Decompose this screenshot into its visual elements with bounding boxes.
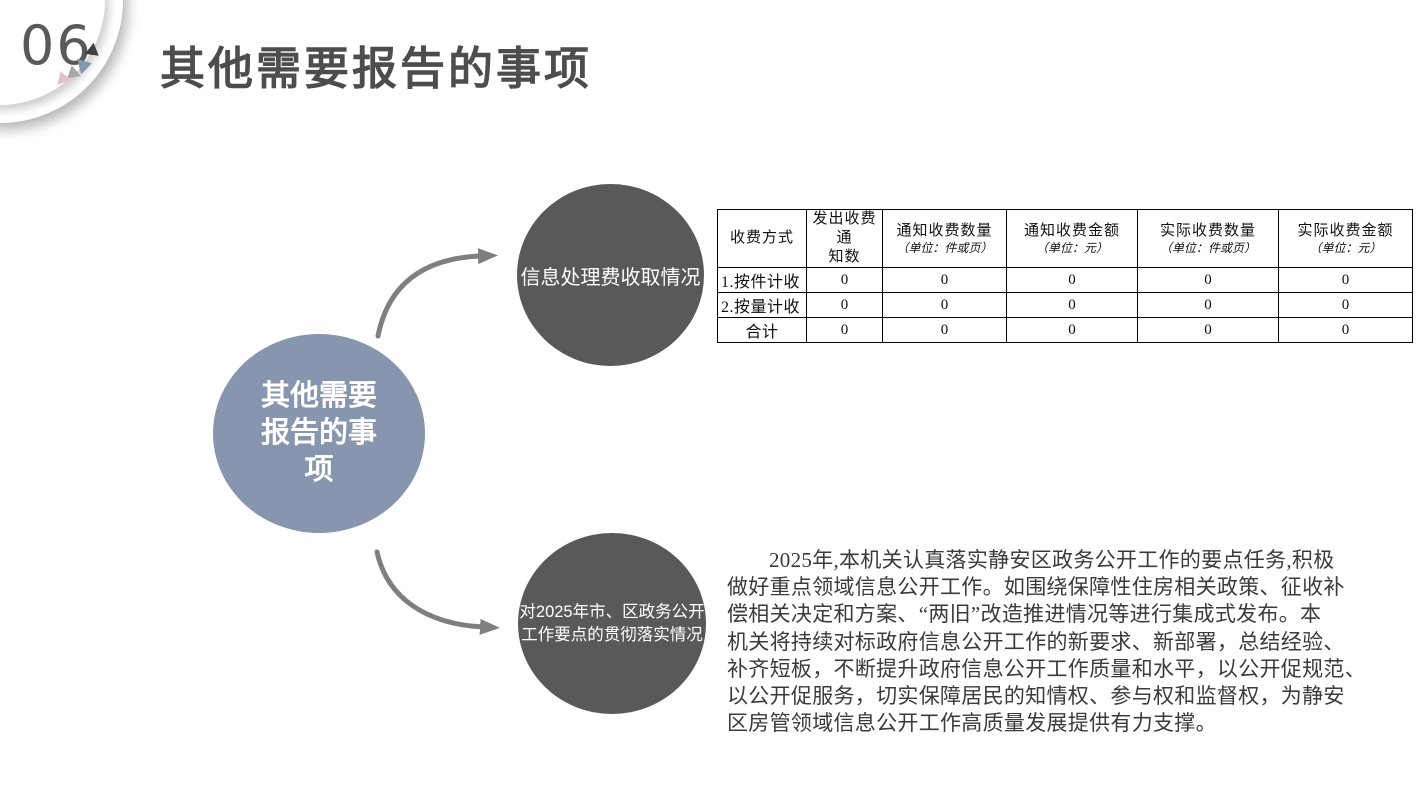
implementation-topic-label: 对2025年市、区政务公开工作要点的贯彻落实情况 (519, 602, 705, 644)
fee-topic-label: 信息处理费收取情况 (520, 266, 701, 289)
fee-cell: 0 (1006, 267, 1138, 293)
summary-line: 偿相关决定和方案、“两旧”改造推进情况等进行集成式发布。本 (727, 602, 1322, 627)
connector-arrows (374, 248, 500, 635)
fee-cell: 0 (882, 267, 1007, 293)
section-number: 06 (20, 14, 93, 77)
summary-line: 做好重点领域信息公开工作。如围绕保障性住房相关政策、征收补 (727, 575, 1345, 600)
fee-cell: 0 (806, 317, 883, 343)
fee-cell: 0 (1137, 267, 1279, 293)
summary-line: 2025年,本机关认真落实静安区政务公开工作的要点任务,积极 (769, 548, 1335, 572)
fee-table-col-header: 实际收费金额（单位：元） (1278, 209, 1413, 268)
fee-row-label: 合计 (717, 317, 807, 343)
arrow-to-top-circle (375, 248, 498, 339)
fee-cell: 0 (1137, 292, 1279, 318)
fee-cell: 0 (882, 317, 1007, 343)
center-topic-circle: 其他需要报告的事项 (213, 334, 425, 533)
fee-table-col-header: 通知收费金额（单位：元） (1006, 209, 1138, 268)
fee-cell: 0 (1278, 267, 1413, 293)
fee-cell: 0 (1137, 317, 1279, 343)
fee-table: 收费方式发出收费通知数通知收费数量（单位：件或页）通知收费金额（单位：元）实际收… (717, 209, 1413, 343)
fee-row-label: 1.按件计收 (717, 267, 807, 293)
fee-cell: 0 (1006, 317, 1138, 343)
topic-circle-implementation: 对2025年市、区政务公开工作要点的贯彻落实情况 (518, 533, 706, 714)
fee-cell: 0 (882, 292, 1007, 318)
fee-table-header: 收费方式发出收费通知数通知收费数量（单位：件或页）通知收费金额（单位：元）实际收… (717, 209, 1413, 268)
fee-cell: 0 (806, 292, 883, 318)
center-topic-label: 其他需要报告的事项 (260, 380, 377, 486)
fee-table-col-header: 实际收费数量（单位：件或页） (1137, 209, 1279, 268)
fee-cell: 0 (1278, 292, 1413, 318)
fee-table-header-row: 收费方式发出收费通知数通知收费数量（单位：件或页）通知收费金额（单位：元）实际收… (717, 209, 1413, 268)
page-title: 其他需要报告的事项 (160, 43, 593, 94)
fee-row-label: 2.按量计收 (717, 292, 807, 318)
fee-cell: 0 (806, 267, 883, 293)
summary-line: 区房管领域信息公开工作高质量发展提供有力支撑。 (727, 711, 1217, 736)
fee-cell: 0 (1278, 317, 1413, 343)
fee-table-col-header: 发出收费通知数 (806, 209, 883, 268)
fee-table-col-header: 收费方式 (717, 209, 807, 268)
fee-cell: 0 (1006, 292, 1138, 318)
topic-circle-fee: 信息处理费收取情况 (517, 184, 704, 366)
summary-line: 机关将持续对标政府信息公开工作的新要求、新部署，总结经验、 (727, 629, 1345, 654)
fee-table-col-header: 通知收费数量（单位：件或页） (882, 209, 1007, 268)
summary-line: 以公开促服务，切实保障居民的知情权、参与权和监督权，为静安 (727, 684, 1345, 709)
arrow-to-bottom-circle (374, 549, 500, 635)
summary-line: 补齐短板，不断提升政府信息公开工作质量和水平，以公开促规范、 (727, 656, 1366, 681)
summary-paragraph: 2025年,本机关认真落实静安区政务公开工作的要点任务,积极做好重点领域信息公开… (727, 547, 1417, 737)
